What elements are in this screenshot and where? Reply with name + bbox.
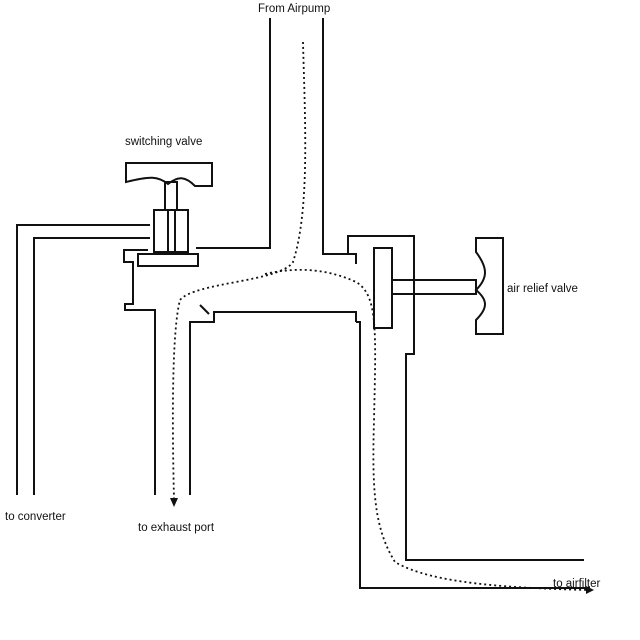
label-to-converter: to converter [5, 511, 66, 523]
switching-valve-body [123, 249, 357, 495]
label-from-airpump: From Airpump [258, 3, 331, 15]
arrowheads [170, 498, 594, 594]
switching-valve-stem [164, 181, 178, 211]
switching-valve [125, 162, 213, 267]
airfilter-arrowhead [586, 586, 594, 594]
label-switching-valve: switching valve [125, 136, 203, 148]
airflow-path [171, 41, 589, 591]
switching-valve-seat [137, 253, 199, 267]
label-air-relief-valve: air relief valve [507, 283, 578, 295]
switching-valve-handle [125, 162, 213, 187]
air-relief-valve-stem [391, 279, 477, 295]
label-to-exhaust-port: to exhaust port [138, 522, 215, 534]
label-to-airfilter: to airfilter [553, 578, 601, 590]
air-relief-valve [391, 237, 504, 335]
converter-pipe [16, 224, 150, 495]
air-relief-valve-handle [474, 237, 504, 335]
exhaust-arrowhead [170, 498, 178, 507]
air-relief-valve-housing [347, 235, 590, 589]
airpump-inlet-pipe [196, 18, 357, 264]
switching-valve-bonnet [153, 209, 189, 253]
